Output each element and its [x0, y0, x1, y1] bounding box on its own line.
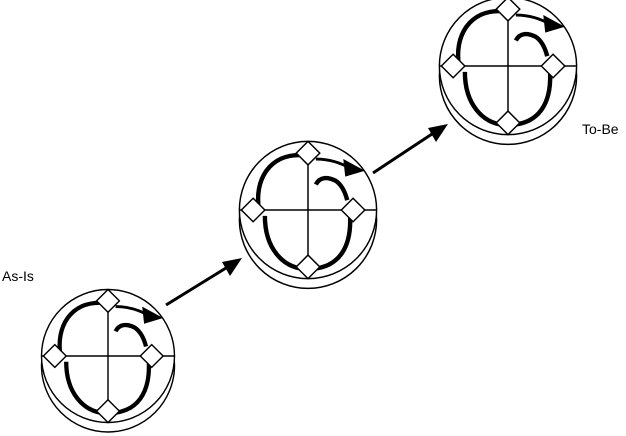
wheel-intermediate	[239, 141, 376, 288]
as-is-label: As-Is	[2, 268, 34, 284]
wheel-to-be	[439, 0, 576, 144]
wheel-as-is	[41, 290, 174, 433]
to-be-label: To-Be	[582, 121, 619, 137]
transition-arrow-2	[372, 124, 448, 175]
transition-arrow-1	[165, 258, 242, 307]
